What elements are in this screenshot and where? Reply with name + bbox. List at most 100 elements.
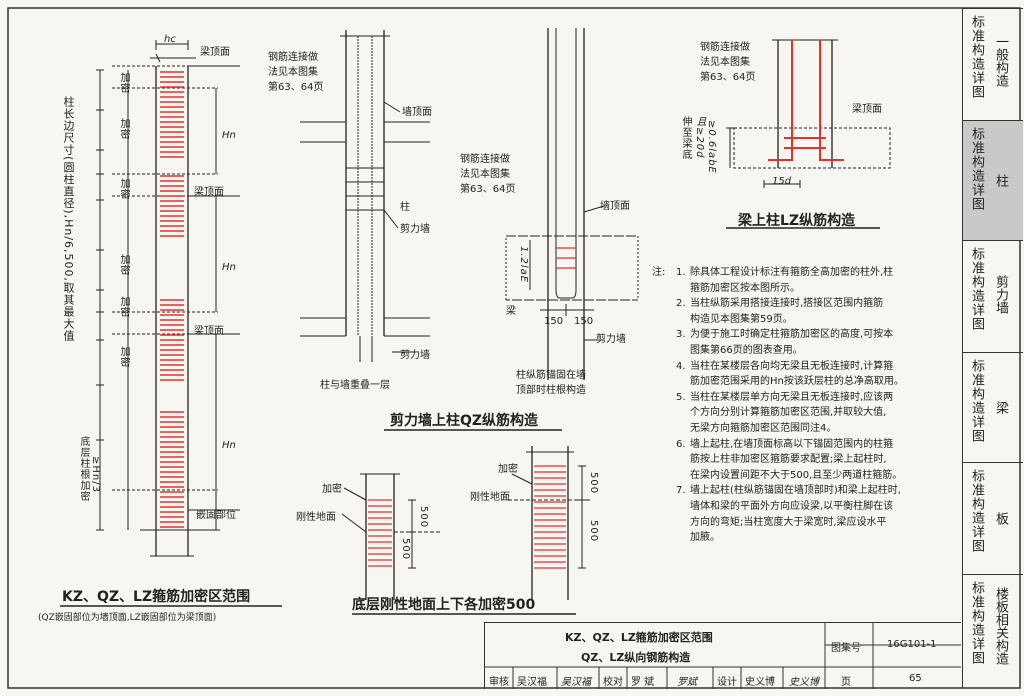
wall-top-label-1: 墙顶面 bbox=[402, 107, 432, 118]
beam-top-label-2: 梁顶面 bbox=[194, 187, 224, 198]
splice-note-1-line: 第63、64页 bbox=[268, 82, 324, 93]
note-line: 筋加密范围采用的Hn按该跃层柱的总净高取用。 bbox=[652, 374, 952, 390]
ground-stirrups-2 bbox=[534, 465, 566, 569]
note-text: 在梁内设置间距不大于500,且至少两道柱箍筋。 bbox=[690, 469, 903, 481]
dim-15d: 15d bbox=[772, 176, 792, 187]
note-line: 加腋。 bbox=[652, 530, 952, 546]
note-text: 图集第66页的图表查用。 bbox=[690, 344, 803, 356]
note-line: 构造见本图集第59页。 bbox=[652, 312, 952, 328]
overlap-caption: 柱与墙重叠一层 bbox=[320, 380, 390, 391]
dense-label-3: 加密 bbox=[118, 254, 129, 276]
note-text: 个方向分别计算箍筋加密区范围,并取较大值, bbox=[690, 407, 887, 419]
tab-3[interactable]: 标准构造详图剪力墙 bbox=[963, 240, 1023, 352]
lz-beam-top: 梁顶面 bbox=[852, 104, 882, 115]
ground-dense-2: 加密 bbox=[498, 464, 518, 475]
dense-label-0: 加密 bbox=[118, 72, 129, 94]
shear-wall-diagram-1 bbox=[300, 30, 430, 362]
tab-6[interactable]: 标准构造详图楼板相关构造 bbox=[963, 574, 1023, 688]
splice-note-1-line: 法见本图集 bbox=[268, 67, 318, 78]
ground-label-1: 刚性地面 bbox=[296, 512, 336, 523]
note-line: 图集第66页的图表查用。 bbox=[652, 343, 952, 359]
dim-150-right: 150 bbox=[574, 316, 594, 327]
lz-splice-note: 钢筋连接做 法见本图集 第63、64页 bbox=[700, 40, 755, 85]
check-label: 校对 bbox=[603, 677, 623, 688]
left-detail-subtitle: (QZ嵌固部位为墙顶面,LZ嵌固部位为梁顶面) bbox=[38, 613, 217, 623]
column-label: 柱 bbox=[400, 202, 410, 213]
tab-2[interactable]: 标准构造详图柱 bbox=[963, 120, 1023, 240]
hc-label: hc bbox=[164, 34, 176, 45]
tab-1[interactable]: 标准构造详图一般构造 bbox=[963, 8, 1023, 120]
note-line: 5.当柱在某楼层单方向无梁且无板连接时,应该两 bbox=[652, 390, 952, 406]
lz-detail-title: 梁上柱LZ纵筋构造 bbox=[738, 213, 856, 229]
lz-splice-note-line: 钢筋连接做 bbox=[700, 42, 750, 53]
note-number: 6. bbox=[676, 438, 686, 450]
base-dense-value: ≥Hn/3 bbox=[90, 456, 101, 493]
note-line: 2. 当柱纵筋采用搭接连接时,搭接区范围内箍筋 bbox=[652, 296, 952, 312]
tab-category-label: 标准构造详图 bbox=[969, 469, 984, 553]
note-line: 3.为便于施工时确定柱箍筋加密区的高度,可按本 bbox=[652, 327, 952, 343]
tab-5[interactable]: 标准构造详图板 bbox=[963, 462, 1023, 574]
kz-column-diagram bbox=[96, 40, 240, 557]
page-label: 页 bbox=[841, 677, 851, 688]
note-line: 墙体和梁的平面外方向应设梁,以平衡柱脚在该 bbox=[652, 499, 952, 515]
check-signature: 罗斌 bbox=[677, 677, 697, 688]
lz-splice-note-line: 法见本图集 bbox=[700, 57, 750, 68]
note-line: 无梁方向箍筋加密区范围同注4。 bbox=[652, 421, 952, 437]
page-value: 65 bbox=[909, 673, 922, 684]
ground-diagram-2 bbox=[508, 446, 592, 600]
note-line: 在梁内设置间距不大于500,且至少两道柱箍筋。 bbox=[652, 468, 952, 484]
hn-label-2: Hn bbox=[222, 262, 236, 273]
ground-dim-d: 500 bbox=[588, 520, 599, 543]
long-side-dimension-note: 柱长边尺寸(圆柱直径),Hn/6,500,取其最大值 bbox=[62, 96, 75, 343]
dense-label-5: 加密 bbox=[118, 346, 129, 368]
note-number: 2. bbox=[676, 298, 686, 310]
tab-name-label: 一般构造 bbox=[993, 35, 1008, 87]
note-text: 墙上起柱,在墙顶面标高以下锚固范围内的柱箍 bbox=[690, 438, 894, 450]
note-text: 当柱纵筋采用搭接连接时,搭接区范围内箍筋 bbox=[690, 298, 884, 310]
note-text: 当柱在某楼层各向均无梁且无板连接时,计算箍 bbox=[690, 360, 894, 372]
extend-label-1: 伸至梁底 bbox=[680, 116, 691, 160]
tab-4[interactable]: 标准构造详图梁 bbox=[963, 352, 1023, 462]
splice-note-2-line: 法见本图集 bbox=[460, 169, 510, 180]
note-number: 4. bbox=[676, 360, 686, 372]
ground-diagram-1 bbox=[341, 473, 440, 600]
splice-note-2-line: 第63、64页 bbox=[460, 184, 516, 195]
tab-name-label: 板 bbox=[993, 511, 1008, 525]
dense-label-2: 加密 bbox=[118, 178, 129, 200]
splice-note-1-line: 钢筋连接做 bbox=[268, 52, 318, 63]
lz-rebar bbox=[768, 40, 844, 161]
notes-prefix: 注: bbox=[652, 267, 666, 278]
note-number: 1. bbox=[676, 267, 686, 278]
note-text: 为便于施工时确定柱箍筋加密区的高度,可按本 bbox=[690, 329, 894, 341]
dim-150-left: 150 bbox=[544, 316, 564, 327]
tab-name-label: 柱 bbox=[993, 173, 1008, 187]
note-line: 方向的弯矩;当柱宽度大于梁宽时,梁应设水平 bbox=[652, 515, 952, 531]
design-name: 史义博 bbox=[745, 677, 775, 688]
note-text: 筋加密范围采用的Hn按该跃层柱的总净高取用。 bbox=[690, 376, 904, 388]
ground-detail-title: 底层刚性地面上下各加密500 bbox=[352, 597, 536, 613]
hn-label-1: Hn bbox=[222, 130, 236, 141]
shear-wall-diagram-2 bbox=[505, 28, 639, 380]
design-label: 设计 bbox=[717, 677, 737, 688]
splice-note-2: 钢筋连接做 法见本图集 第63、64页 bbox=[460, 152, 515, 197]
splice-note-1: 钢筋连接做 法见本图集 第63、64页 bbox=[268, 50, 323, 95]
tab-category-label: 标准构造详图 bbox=[969, 247, 984, 331]
splice-note-2-line: 钢筋连接做 bbox=[460, 154, 510, 165]
note-number: 5. bbox=[676, 391, 686, 403]
tab-name-label: 楼板相关构造 bbox=[993, 587, 1008, 665]
title-line-1: KZ、QZ、LZ箍筋加密区范围 bbox=[565, 631, 713, 644]
left-detail-title: KZ、QZ、LZ箍筋加密区范围 bbox=[62, 589, 251, 605]
anchor-caption: 柱纵筋锚固在墙 顶部时柱根构造 bbox=[516, 368, 586, 398]
note-text: 筋按上柱非加密区箍筋要求配置;梁上起柱时, bbox=[690, 454, 887, 466]
base-dense-label: 底层柱根加密 bbox=[78, 436, 89, 502]
anchor-caption-line: 柱纵筋锚固在墙 bbox=[516, 370, 586, 381]
kz-stirrups bbox=[160, 71, 184, 528]
lae-label: 1.2laE bbox=[518, 246, 529, 284]
tab-name-label: 梁 bbox=[993, 400, 1008, 414]
ground-stirrups-1 bbox=[368, 499, 392, 567]
lab-label: ≥0.6labE bbox=[706, 120, 717, 174]
tab-category-label: 标准构造详图 bbox=[969, 15, 984, 99]
review-name: 吴汉福 bbox=[517, 677, 547, 688]
anchor-caption-line: 顶部时柱根构造 bbox=[516, 385, 586, 396]
